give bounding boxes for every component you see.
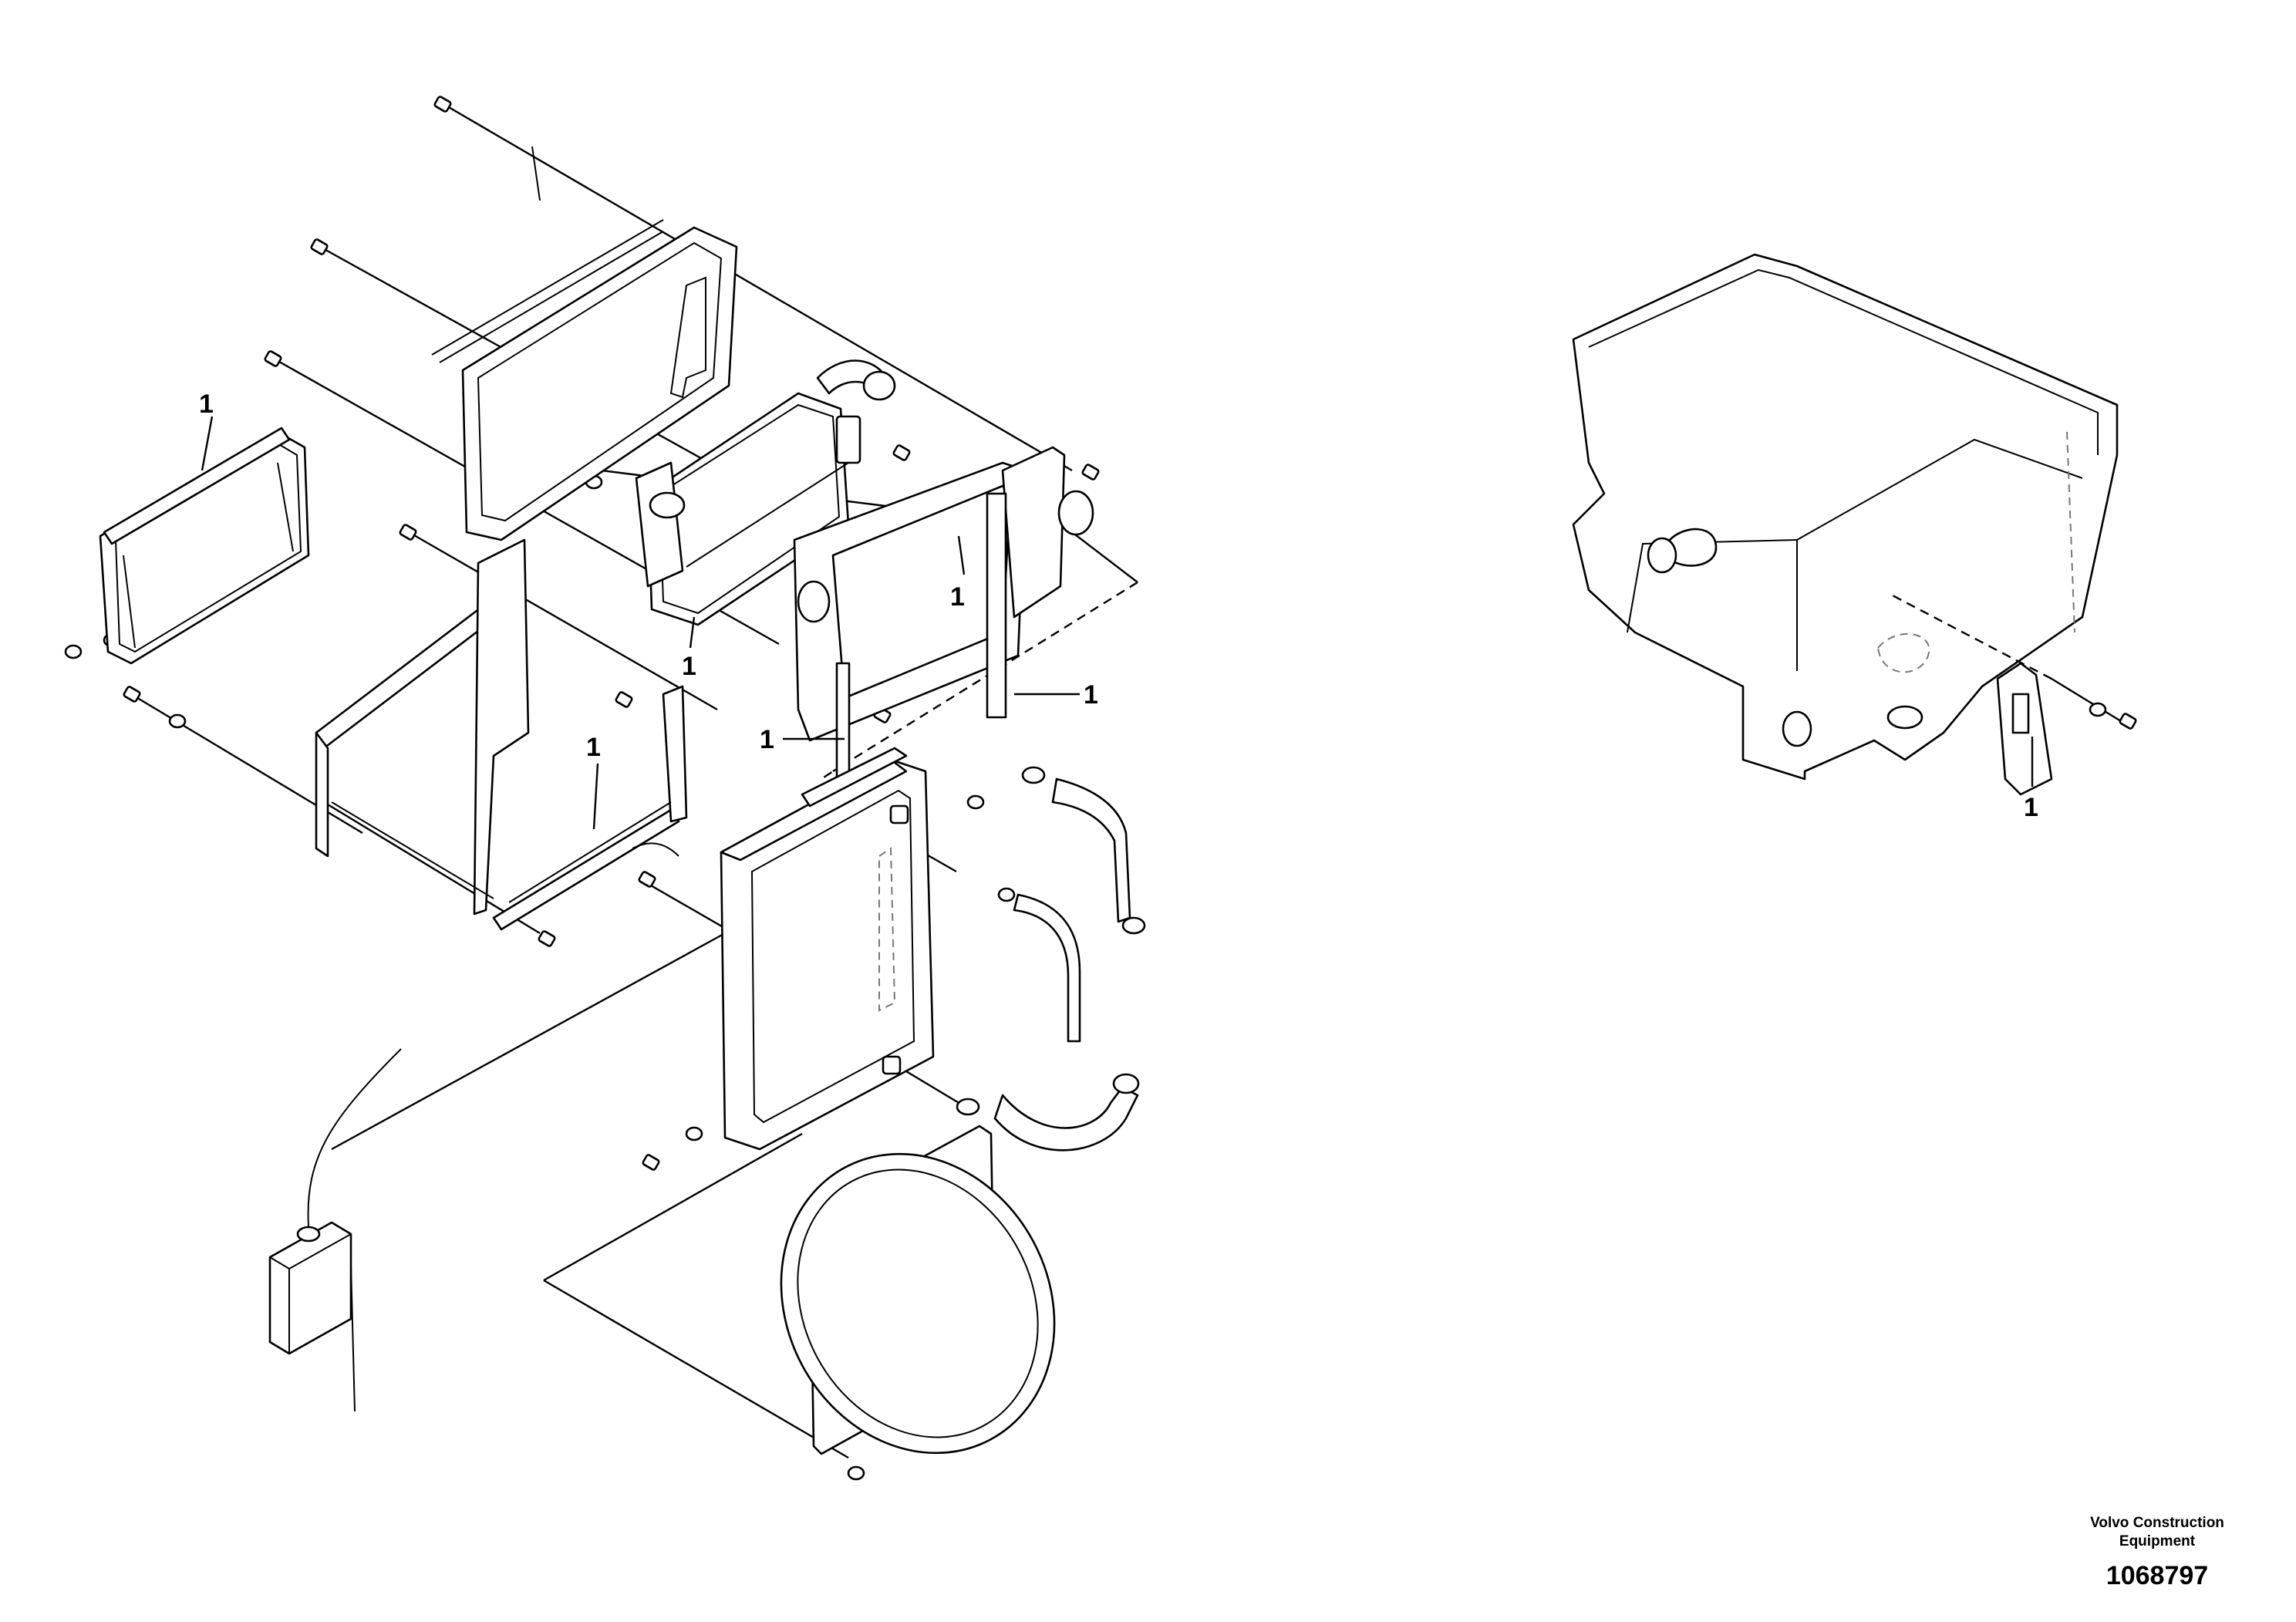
- footer-brand-line2: Equipment: [2119, 1533, 2196, 1549]
- hoses: [632, 766, 1146, 1152]
- frame-housing: [1572, 253, 2119, 796]
- callout-1-vertical-bar: 1: [1084, 680, 1098, 710]
- callout-1-lower-rail: 1: [682, 652, 696, 681]
- charge-air-cooler: [635, 359, 896, 626]
- seal-plate: [431, 146, 738, 541]
- oil-cooler: [99, 427, 310, 665]
- radiator: [720, 747, 935, 1151]
- callout-1-oil-cooler: 1: [199, 389, 214, 419]
- callout-1-lower-frame: 1: [586, 733, 601, 762]
- callout-1-frame-post: 1: [760, 725, 774, 754]
- expansion-tank: [268, 1048, 402, 1412]
- lower-frame: [315, 538, 688, 931]
- callout-1-side-panel: 1: [950, 582, 965, 612]
- radiator-frame: [793, 446, 1094, 796]
- footer-brand-line1: Volvo Construction: [2090, 1515, 2224, 1531]
- drawing-number: 1068797: [2106, 1561, 2209, 1590]
- callout-1-cover-plate: 1: [2024, 793, 2038, 822]
- callouts: 1 1 1 1 1 1 1: [199, 389, 2038, 830]
- footer-brand: Volvo Construction Equipment: [2072, 1514, 2242, 1551]
- fan-shroud: [780, 1125, 1056, 1455]
- frame-leader-lines: [1889, 592, 2137, 730]
